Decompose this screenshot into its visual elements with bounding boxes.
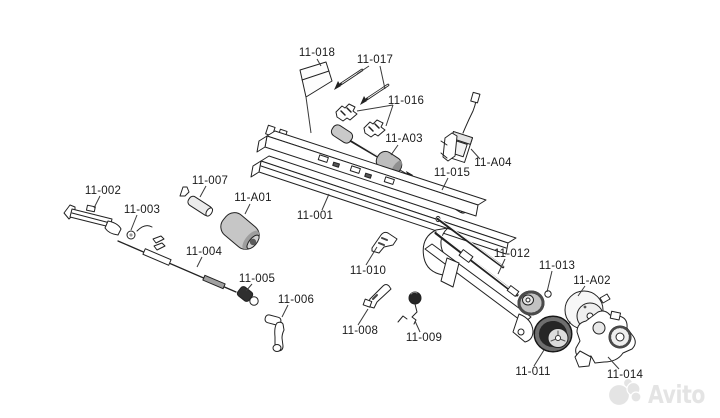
part-11-018-sheet — [299, 61, 333, 98]
part-label-11-009: 11-009 — [406, 332, 442, 344]
part-11-002-bracket — [63, 204, 122, 236]
part-11-003-bushing — [126, 225, 153, 240]
part-11-014-bracket — [574, 310, 636, 368]
part-label-11-A01: 11-A01 — [234, 192, 271, 204]
part-label-11-003: 11-003 — [124, 204, 160, 216]
watermark-logo-circle — [607, 383, 631, 407]
watermark-logo-icon — [607, 377, 642, 407]
part-label-11-016: 11-016 — [388, 95, 424, 107]
leader-line-11-012 — [497, 258, 506, 275]
leader-line-11-003 — [130, 214, 138, 231]
part-label-11-010: 11-010 — [350, 265, 386, 277]
part-11-A01-feed-roller — [220, 212, 260, 250]
part-11-007-lever-roller — [179, 186, 214, 217]
leader-line-11-A04 — [470, 148, 481, 160]
part-11-A04-solenoid — [440, 91, 481, 163]
part-label-11-012: 11-012 — [494, 248, 530, 260]
leader-line-11-018 — [316, 58, 322, 67]
part-11-004-shaft — [117, 235, 237, 293]
part-label-11-015: 11-015 — [434, 167, 470, 179]
part-11-005-roller — [236, 286, 259, 306]
leader-line-11-006 — [281, 304, 289, 318]
leader-line-11-017 — [379, 65, 386, 90]
part-11-008-guide-lever — [362, 284, 392, 309]
leader-line-11-009 — [414, 320, 421, 333]
leader-line-11-011 — [533, 349, 545, 367]
leader-line-11-008 — [357, 308, 369, 326]
part-label-11-008: 11-008 — [342, 325, 378, 337]
part-label-11-002: 11-002 — [85, 185, 121, 197]
leader-line-11-A01 — [244, 203, 251, 215]
part-11-006-lever — [264, 314, 285, 352]
part-label-11-013: 11-013 — [539, 260, 575, 272]
part-11-012-shaft — [434, 231, 520, 297]
watermark-text: Avito — [648, 380, 705, 409]
part-label-11-005: 11-005 — [239, 273, 275, 285]
leader-line-11-005 — [245, 283, 253, 292]
part-11-009-spring — [397, 291, 422, 325]
part-label-11-017: 11-017 — [357, 54, 393, 66]
part-11-010-latch — [371, 231, 398, 254]
leader-line-11-016 — [356, 104, 394, 112]
part-label-11-A02: 11-A02 — [573, 275, 610, 287]
part-label-11-A04: 11-A04 — [474, 157, 512, 169]
leader-line-11-014 — [607, 356, 620, 370]
part-11-016-clips — [335, 103, 386, 138]
leader-line-11-015 — [441, 177, 449, 191]
part-label-11-004: 11-004 — [186, 246, 223, 258]
part-label-11-011: 11-011 — [515, 366, 550, 378]
part-labels-layer: 11-018 11-017 11-016 11-A03 11-A04 11-015 11-0… — [85, 47, 644, 381]
part-11-001-frame — [250, 124, 534, 343]
watermark: Avito — [607, 377, 706, 409]
leader-line-11-004 — [196, 256, 203, 268]
part-label-11-001: 11-001 — [297, 210, 333, 222]
part-11-013-gear — [517, 290, 552, 316]
part-label-11-006: 11-006 — [278, 294, 314, 306]
part-label-11-018: 11-018 — [299, 47, 335, 59]
watermark-logo-circle — [630, 391, 642, 403]
part-label-11-014: 11-014 — [607, 369, 644, 381]
part-11-011-gear — [533, 315, 573, 353]
leader-line-11-013 — [546, 270, 553, 293]
leader-line-11-018 — [305, 96, 312, 134]
leader-line-11-002 — [93, 195, 101, 209]
leader-line-11-A03 — [390, 144, 399, 156]
part-label-11-007: 11-007 — [192, 175, 228, 187]
leader-line-11-016 — [385, 104, 394, 127]
leader-line-11-001 — [321, 193, 330, 211]
leader-line-11-010 — [365, 246, 378, 266]
leader-lines-layer — [93, 58, 620, 370]
part-11-017-pins — [334, 68, 390, 105]
leader-line-11-017 — [356, 65, 370, 75]
parts-layer — [63, 61, 636, 368]
leader-line-11-007 — [199, 185, 207, 198]
leader-line-11-A02 — [577, 285, 586, 297]
part-label-11-A03: 11-A03 — [385, 133, 422, 145]
